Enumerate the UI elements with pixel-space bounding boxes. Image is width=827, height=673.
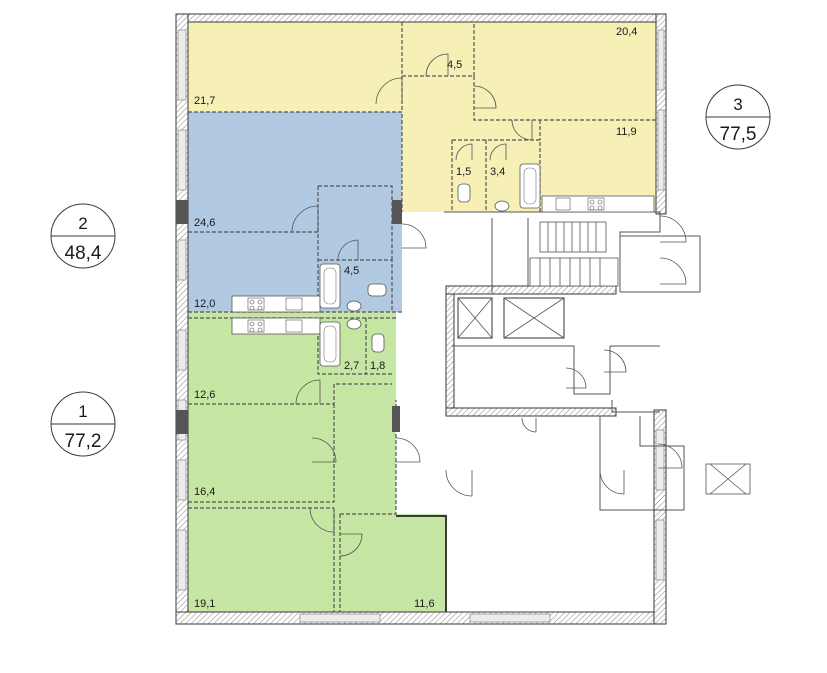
room-label-12-6: 12,6 [194, 389, 215, 401]
room-label-3-4: 3,4 [490, 166, 505, 178]
room-label-19-1: 19,1 [194, 598, 215, 610]
room-label-4-5-bath: 4,5 [344, 265, 359, 277]
apartment-3-area [188, 22, 658, 212]
apartment-badge-3: 3 77,5 [705, 84, 771, 150]
room-label-1-8: 1,8 [370, 360, 385, 372]
elevators [452, 297, 660, 413]
bathtubs [319, 163, 541, 367]
apartment-badge-1: 1 77,2 [50, 391, 116, 457]
apartment-area-2: 48,4 [65, 243, 102, 264]
room-label-1-5: 1,5 [456, 166, 471, 178]
room-labels: 20,4 4,5 21,7 11,9 1,5 3,4 24,6 4,5 12,0… [194, 26, 637, 610]
room-label-12-0: 12,0 [194, 298, 215, 310]
apartment-number-1: 1 [78, 402, 87, 421]
apartment-area-3: 77,5 [720, 124, 757, 145]
room-label-11-9: 11,9 [616, 126, 637, 138]
apartment-area-1: 77,2 [65, 431, 102, 452]
room-label-24-6: 24,6 [194, 217, 215, 229]
kitchen-units-apt3 [541, 195, 655, 213]
kitchen-units-apt1 [231, 317, 321, 335]
kitchen-units-apt2 [231, 295, 321, 313]
apartment-1-area [188, 312, 446, 612]
room-label-4-5-hall: 4,5 [447, 59, 462, 71]
room-label-16-4: 16,4 [194, 486, 215, 498]
inner-walls [176, 200, 701, 612]
entry-vestibule [599, 416, 751, 511]
room-label-20-4: 20,4 [616, 26, 637, 38]
room-label-11-6: 11,6 [414, 598, 435, 610]
apartment-number-2: 2 [78, 214, 87, 233]
door-swings [291, 53, 687, 557]
apartment-2-area [188, 112, 402, 312]
toilets-and-sinks [346, 183, 510, 353]
apartment-badge-2: 2 48,4 [50, 203, 116, 269]
room-label-21-7: 21,7 [194, 95, 215, 107]
staircase [529, 221, 619, 287]
room-label-2-7: 2,7 [344, 360, 359, 372]
apartment-number-3: 3 [733, 95, 742, 114]
